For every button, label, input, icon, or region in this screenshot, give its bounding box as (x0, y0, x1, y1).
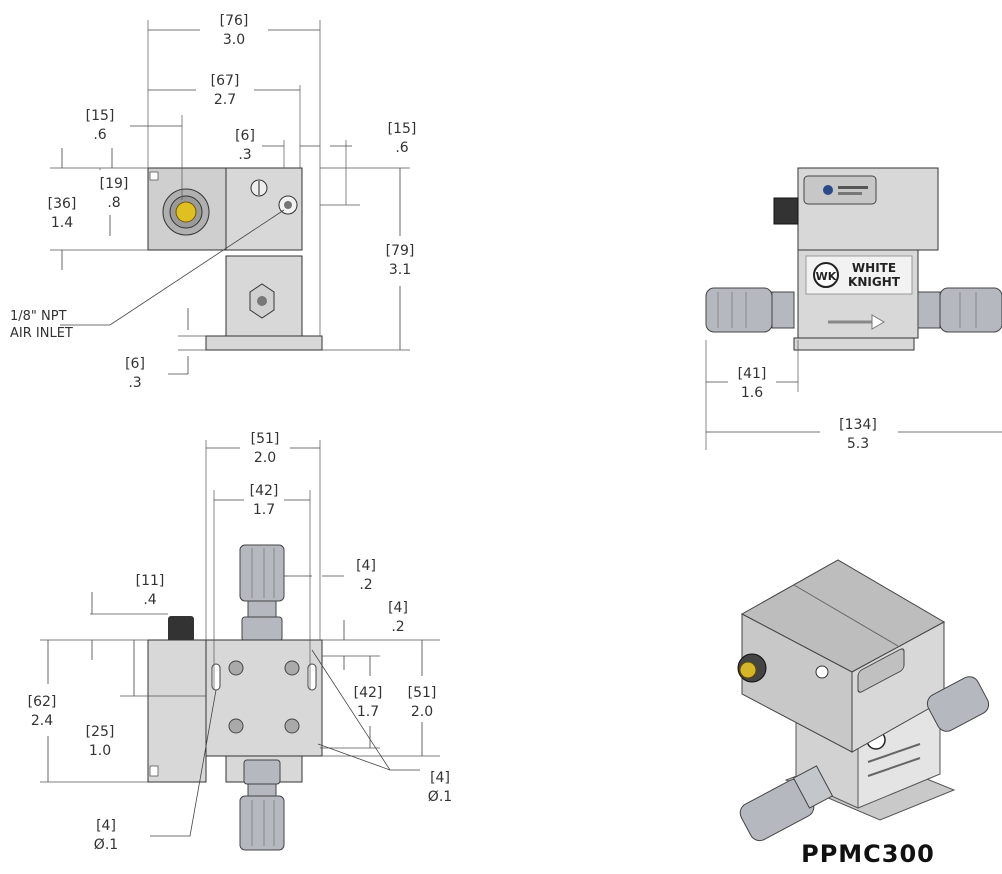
air-inlet-label-line1: 1/8" NPT (10, 309, 67, 324)
flow-arrow-icon (871, 314, 885, 330)
dim-11-in: .4 (143, 592, 156, 608)
dim-15b-mm: [15] (388, 121, 417, 137)
side-dimension-labels: [41] 1.6 [134] 5.3 (738, 366, 877, 452)
dim-4b-mm: [4] (388, 600, 408, 616)
mounting-slot-right (307, 663, 317, 691)
side-connector (773, 197, 799, 225)
dim-67-in: 2.7 (214, 92, 236, 108)
iso-connector-icon (739, 661, 757, 679)
dim-76-mm: [76] (220, 13, 249, 29)
front-dimension-labels: [76] 3.0 [67] 2.7 [15] .6 [6] .3 [15] .6… (10, 13, 416, 391)
top-connector (168, 616, 194, 642)
dim-hole-right-mm: [4] (430, 770, 450, 786)
product-title: PPMC300 (801, 840, 935, 868)
dim-36-mm: [36] (48, 196, 77, 212)
dim-42-in: 1.7 (253, 502, 275, 518)
front-view (50, 20, 410, 375)
air-inlet-label-line2: AIR INLET (10, 326, 73, 341)
dim-67-mm: [67] (211, 73, 240, 89)
front-base-plate (205, 335, 323, 351)
dim-6b-in: .3 (128, 375, 141, 391)
top-dimension-labels: [51] 2.0 [42] 1.7 [11] .4 [4] .2 [4] .2 … (28, 431, 453, 853)
dim-51b-in: 2.0 (411, 704, 433, 720)
dim-4a-in: .2 (359, 577, 372, 593)
dim-6-in: .3 (238, 147, 251, 163)
dim-41-in: 1.6 (741, 385, 763, 401)
dim-79-mm: [79] (386, 243, 415, 259)
dim-134-in: 5.3 (847, 436, 869, 452)
dim-134-mm: [134] (839, 417, 877, 433)
top-main-body (205, 639, 323, 757)
dim-6-mm: [6] (235, 128, 255, 144)
dim-79-in: 3.1 (389, 262, 411, 278)
left-fitting-nut (705, 287, 773, 333)
iso-label-plate (857, 648, 905, 693)
right-fitting-nut (939, 287, 1002, 333)
side-label-plate (803, 175, 877, 205)
isometric-view (737, 559, 990, 842)
dim-15-in: .6 (93, 127, 106, 143)
dim-19-in: .8 (107, 195, 120, 211)
dim-25-mm: [25] (86, 724, 115, 740)
dim-36-in: 1.4 (51, 215, 73, 231)
brand-line1: WHITE (852, 261, 896, 275)
dim-15-mm: [15] (86, 108, 115, 124)
left-fitting-body (771, 291, 795, 329)
mounting-slot-left (211, 663, 221, 691)
top-sensor-side (147, 639, 207, 783)
right-fitting-body (917, 291, 941, 329)
dim-19-mm: [19] (100, 176, 129, 192)
brand-line2: KNIGHT (848, 275, 901, 289)
dim-62-in: 2.4 (31, 713, 53, 729)
dim-42b-in: 1.7 (357, 704, 379, 720)
side-base (793, 337, 915, 351)
top-fitting-upper (239, 544, 285, 602)
dim-51b-mm: [51] (408, 685, 437, 701)
iso-right-fitting (926, 676, 990, 732)
dim-42-mm: [42] (250, 483, 279, 499)
dim-41-mm: [41] (738, 366, 767, 382)
dim-15b-in: .6 (395, 140, 408, 156)
dim-hole-left-in: Ø.1 (94, 837, 118, 853)
dim-4b-in: .2 (391, 619, 404, 635)
dim-hole-left-mm: [4] (96, 818, 116, 834)
dim-25-in: 1.0 (89, 743, 111, 759)
dim-6b-mm: [6] (125, 356, 145, 372)
dim-51-in: 2.0 (254, 450, 276, 466)
dim-62-mm: [62] (28, 694, 57, 710)
dim-51-mm: [51] (251, 431, 280, 447)
dim-4a-mm: [4] (356, 558, 376, 574)
dim-76-in: 3.0 (223, 32, 245, 48)
connector-pin-icon (175, 201, 197, 223)
side-view: WK WHITE KNIGHT (705, 167, 1002, 450)
dim-42b-mm: [42] (354, 685, 383, 701)
dim-11-mm: [11] (136, 573, 165, 589)
wk-logo-icon: WK (816, 270, 837, 283)
top-fitting-lower (239, 795, 285, 851)
dim-hole-right-in: Ø.1 (428, 789, 452, 805)
top-view (40, 440, 440, 851)
